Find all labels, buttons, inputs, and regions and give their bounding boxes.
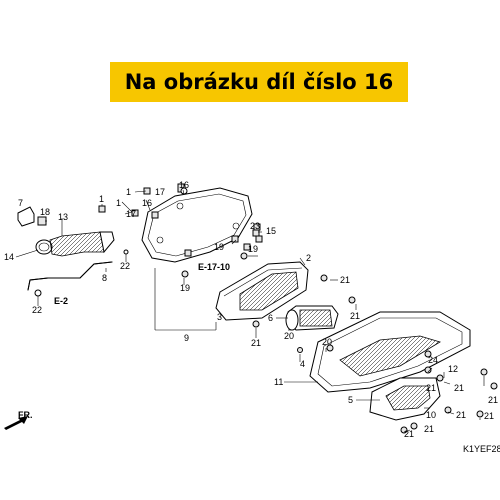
label-10: 10: [426, 410, 436, 420]
label-21: 21: [456, 410, 466, 420]
label-12: 12: [448, 364, 458, 374]
drain-tube: [27, 249, 129, 297]
label-23: 23: [250, 221, 260, 231]
label-18: 18: [40, 207, 50, 217]
front-label: FR.: [18, 410, 33, 420]
label-17: 17: [155, 187, 165, 197]
label-21: 21: [488, 395, 498, 405]
label-20: 20: [322, 337, 332, 347]
ref-e-17-10: E-17-10: [198, 262, 230, 272]
lower-cover: [369, 377, 441, 421]
duct-cap: [17, 206, 47, 227]
banner-text: Na obrázku díl číslo 16: [124, 70, 394, 94]
label-21: 21: [484, 411, 494, 421]
label-19: 19: [248, 244, 258, 254]
label-19: 19: [180, 283, 190, 293]
label-9: 9: [184, 333, 189, 343]
label-8: 8: [102, 273, 107, 283]
label-22: 22: [32, 305, 42, 315]
label-3: 3: [217, 312, 222, 322]
filter-tube: [285, 305, 339, 331]
label-21: 21: [404, 429, 414, 439]
label-21: 21: [340, 275, 350, 285]
title-banner: Na obrázku díl číslo 16: [110, 62, 408, 102]
label-1: 1: [99, 194, 104, 204]
label-24: 24: [428, 355, 438, 365]
bolts: [181, 223, 498, 434]
label-1: 1: [126, 187, 131, 197]
label-21: 21: [251, 338, 261, 348]
label-16: 16: [179, 180, 189, 190]
clips-upper: [98, 183, 260, 257]
label-1: 1: [116, 198, 121, 208]
label-22: 22: [120, 261, 130, 271]
intake-duct-assembly: [35, 231, 115, 257]
label-21: 21: [426, 383, 436, 393]
label-6: 6: [268, 313, 273, 323]
label-13: 13: [58, 212, 68, 222]
label-20: 20: [284, 331, 294, 341]
front-arrow: [4, 416, 28, 430]
air-filter-element: [215, 261, 309, 321]
label-2: 2: [306, 253, 311, 263]
label-7: 7: [18, 198, 23, 208]
label-21: 21: [424, 424, 434, 434]
air-cleaner-lower-case: [309, 311, 471, 393]
label-21: 21: [454, 383, 464, 393]
leader-lines: [15, 189, 485, 433]
label-14: 14: [4, 252, 14, 262]
label-17: 17: [126, 209, 136, 219]
label-16: 16: [142, 198, 152, 208]
ref-e-2: E-2: [54, 296, 68, 306]
label-5: 5: [348, 395, 353, 405]
label-21: 21: [350, 311, 360, 321]
label-15: 15: [266, 226, 276, 236]
label-11: 11: [274, 377, 283, 387]
air-cleaner-upper-case: [141, 187, 253, 263]
label-19: 19: [214, 242, 224, 252]
diagram-code: K1YEF2800: [463, 444, 500, 454]
label-4: 4: [300, 359, 305, 369]
